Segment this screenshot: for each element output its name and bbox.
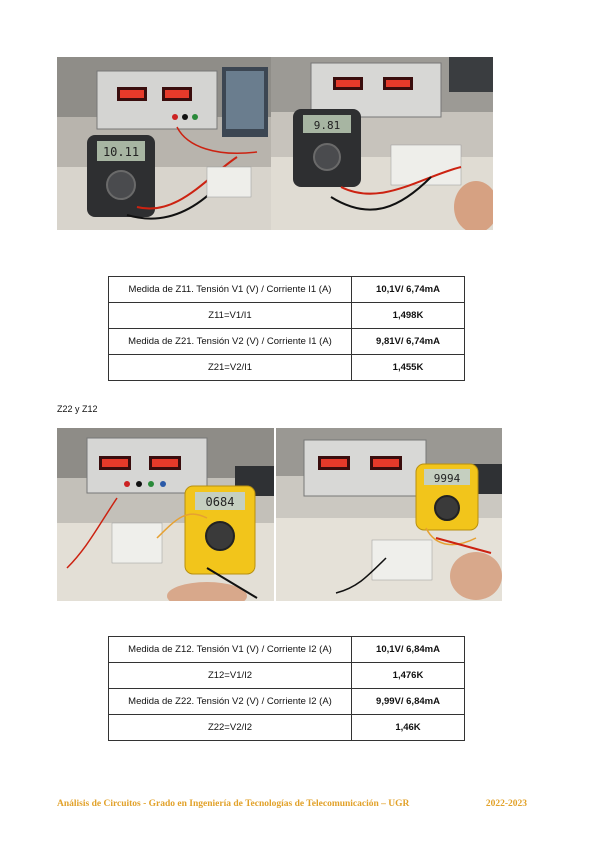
table-cell-label: Z22=V2/I2: [108, 714, 352, 741]
table-cell-label: Z21=V2/I1: [108, 354, 352, 381]
table-cell-value: 1,498K: [351, 302, 465, 329]
measurement-table-z12-z22: Medida de Z12. Tensión V1 (V) / Corrient…: [108, 636, 465, 741]
table-row: Medida de Z22. Tensión V2 (V) / Corrient…: [108, 688, 465, 715]
table-row: Z22=V2/I2 1,46K: [108, 714, 465, 741]
table-cell-value: 10,1V/ 6,84mA: [351, 636, 465, 663]
table-cell-label: Medida de Z11. Tensión V1 (V) / Corrient…: [108, 276, 352, 303]
table-cell-value: 9,81V/ 6,74mA: [351, 328, 465, 355]
section-title: Z22 y Z12: [57, 404, 98, 414]
table-row: Medida de Z12. Tensión V1 (V) / Corrient…: [108, 636, 465, 663]
table-cell-label: Z11=V1/I1: [108, 302, 352, 329]
table-cell-value: 1,455K: [351, 354, 465, 381]
table-cell-value: 1,476K: [351, 662, 465, 689]
multimeter-display-text: 9994: [434, 472, 461, 485]
table-cell-value: 1,46K: [351, 714, 465, 741]
table-row: Medida de Z21. Tensión V2 (V) / Corrient…: [108, 328, 465, 355]
footer-text: Análisis de Circuitos - Grado en Ingenie…: [57, 799, 410, 809]
table-cell-value: 9,99V/ 6,84mA: [351, 688, 465, 715]
table-cell-label: Medida de Z12. Tensión V1 (V) / Corrient…: [108, 636, 352, 663]
page-footer: Análisis de Circuitos - Grado en Ingenie…: [57, 799, 527, 809]
table-cell-label: Medida de Z21. Tensión V2 (V) / Corrient…: [108, 328, 352, 355]
table-cell-value: 10,1V/ 6,74mA: [351, 276, 465, 303]
lab-photo-z12-measurement: 0684: [57, 428, 274, 601]
measurement-table-z11-z21: Medida de Z11. Tensión V1 (V) / Corrient…: [108, 276, 465, 381]
table-row: Z11=V1/I1 1,498K: [108, 302, 465, 329]
table-row: Z21=V2/I1 1,455K: [108, 354, 465, 381]
table-row: Z12=V1/I2 1,476K: [108, 662, 465, 689]
svg-text:10.11: 10.11: [103, 145, 139, 159]
lab-photo-z21-measurement: 9.81: [271, 57, 493, 230]
multimeter-display-text: 0684: [206, 495, 235, 509]
table-row: Medida de Z11. Tensión V1 (V) / Corrient…: [108, 276, 465, 303]
footer-year: 2022-2023: [485, 799, 527, 809]
lab-photo-z22-measurement: 9994: [276, 428, 502, 601]
table-cell-label: Z12=V1/I2: [108, 662, 352, 689]
svg-text:9.81: 9.81: [314, 119, 341, 132]
table-cell-label: Medida de Z22. Tensión V2 (V) / Corrient…: [108, 688, 352, 715]
lab-photo-z11-measurement: 10.11: [57, 57, 271, 230]
